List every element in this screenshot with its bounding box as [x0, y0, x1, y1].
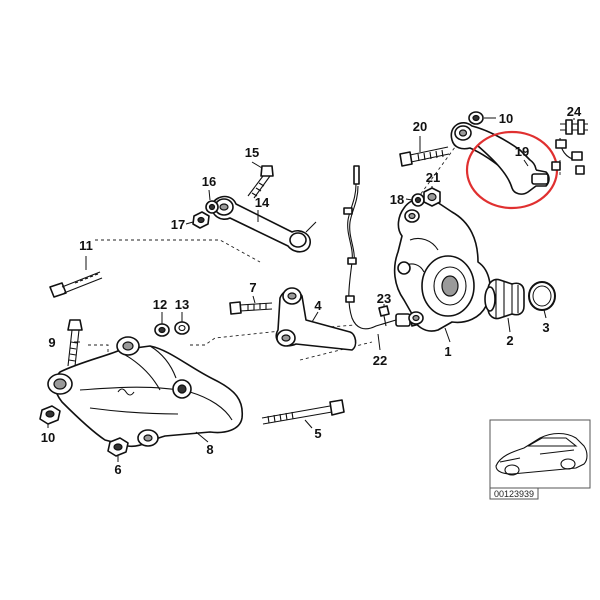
vehicle-thumbnail: 00123939	[489, 419, 591, 500]
washer-part-12	[154, 323, 170, 337]
washer-part-13	[174, 321, 190, 335]
cv-boot-part-2	[484, 278, 525, 320]
label-2: 2	[506, 333, 513, 348]
nut-part-17	[192, 211, 210, 229]
label-12: 12	[153, 297, 167, 312]
bracket-part-24	[551, 119, 588, 175]
label-18: 18	[390, 192, 404, 207]
link-arm-part-4	[275, 287, 357, 351]
label-19: 19	[515, 144, 529, 159]
nut-part-6	[107, 437, 129, 457]
label-9: 9	[48, 335, 55, 350]
bolt-part-5	[261, 399, 345, 425]
label-6: 6	[114, 462, 121, 477]
label-8: 8	[206, 442, 213, 457]
nut-part-10-lower	[39, 405, 61, 425]
reference-number: 00123939	[494, 489, 534, 499]
label-11: 11	[79, 238, 93, 253]
label-7: 7	[249, 280, 256, 295]
label-17: 17	[171, 217, 185, 232]
label-5: 5	[314, 426, 321, 441]
circlip-part-3	[528, 281, 556, 311]
label-20: 20	[413, 119, 427, 134]
label-1: 1	[444, 344, 451, 359]
label-23: 23	[377, 291, 391, 306]
part-number-labels: 1 2 3 4 5 6 7 8 9 10 11 12 13 14 15 16 1…	[41, 104, 582, 477]
label-13: 13	[175, 297, 189, 312]
bolt-part-20	[399, 146, 450, 167]
nut-part-21	[423, 187, 441, 207]
washer-part-16	[205, 200, 219, 214]
subframe-part-8	[47, 336, 244, 448]
wheel-carrier-part-1	[393, 197, 491, 332]
label-15: 15	[245, 145, 259, 160]
bolt-part-11	[49, 271, 103, 298]
label-24: 24	[567, 104, 582, 119]
label-4: 4	[314, 298, 322, 313]
label-14: 14	[255, 195, 270, 210]
label-21: 21	[426, 170, 440, 185]
label-22: 22	[373, 353, 387, 368]
label-3: 3	[542, 320, 549, 335]
bolt-part-9	[67, 319, 83, 367]
washer-part-18	[411, 193, 425, 207]
bolt-part-7	[229, 301, 273, 315]
label-10-lower: 10	[41, 430, 55, 445]
leader-lines	[47, 117, 575, 462]
label-16: 16	[202, 174, 216, 189]
bolt-part-15	[247, 165, 274, 199]
label-10-upper: 10	[499, 111, 513, 126]
upper-link-part-14	[211, 195, 317, 253]
control-arm-part-19	[450, 111, 550, 195]
